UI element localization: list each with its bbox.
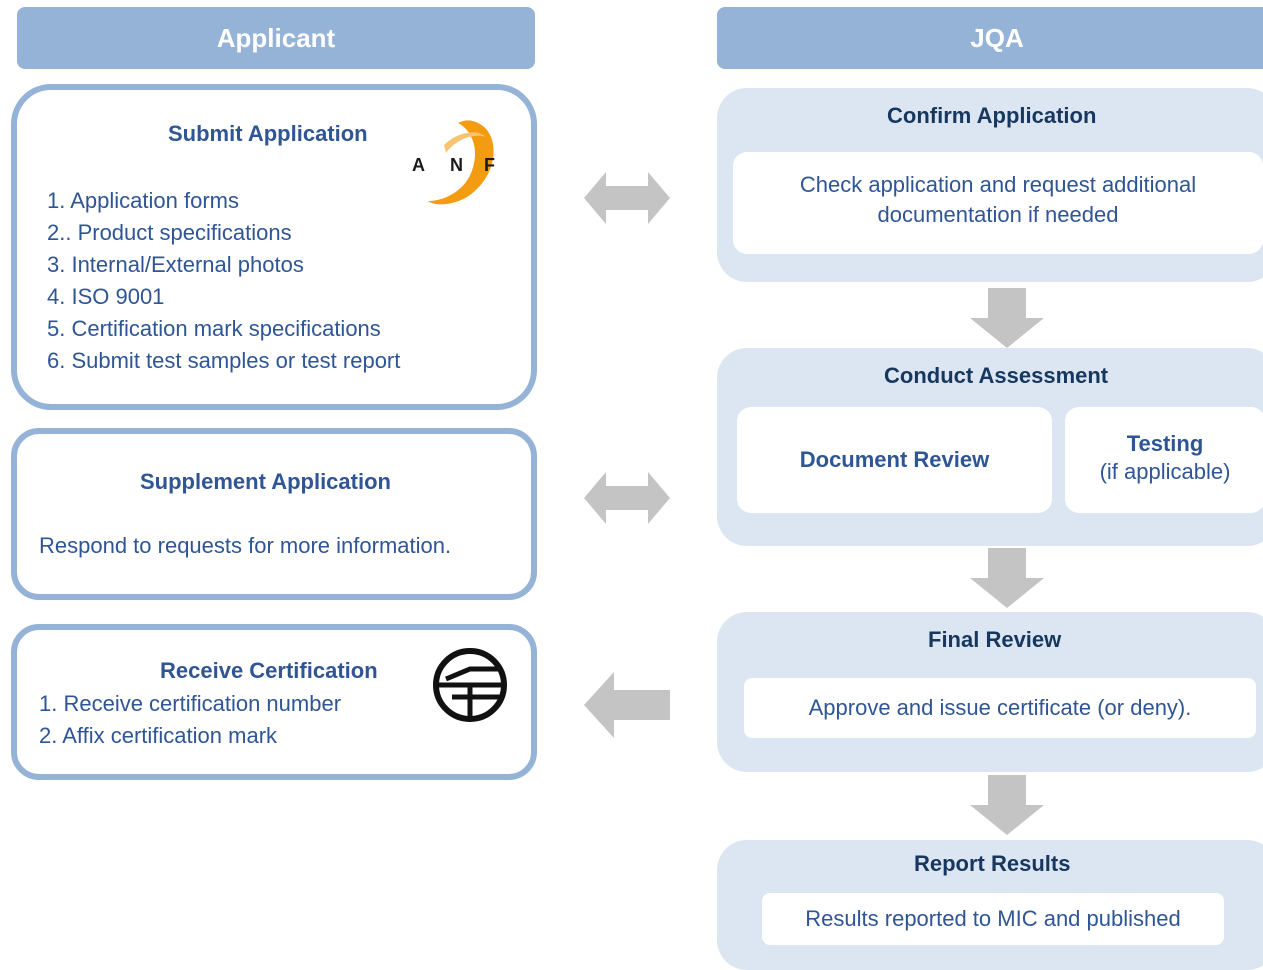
anf-logo-letter-f: F [484, 155, 495, 175]
double-arrow-icon [584, 472, 670, 524]
list-item: 2. Affix certification mark [39, 723, 278, 748]
testing-note: (if applicable) [1099, 459, 1231, 484]
list-item: 5. Certification mark specifications [47, 316, 381, 341]
anf-logo-icon: A N F [408, 115, 504, 207]
down-arrow-icon [970, 288, 1044, 348]
anf-logo-letter-a: A [412, 155, 425, 175]
anf-logo-letter-n: N [450, 155, 463, 175]
applicant-header-label: Applicant [216, 22, 336, 53]
supplement-application-text: Respond to requests for more information… [39, 533, 452, 558]
confirm-application-text-line2: documentation if needed [877, 202, 1119, 227]
left-arrow-icon [584, 672, 670, 738]
receive-certification-box [11, 624, 537, 780]
receive-certification-title: Receive Certification [160, 658, 378, 683]
submit-application-list: 1. Application forms 2.. Product specifi… [47, 185, 487, 377]
final-review-title: Final Review [928, 627, 1062, 652]
supplement-application-title: Supplement Application [140, 469, 391, 494]
confirm-application-detail: Check application and request additional… [733, 152, 1263, 254]
confirm-application-text-line1: Check application and request additional [799, 172, 1197, 197]
jqa-header-label: JQA [970, 22, 1024, 53]
down-arrow-icon [970, 548, 1044, 608]
receive-certification-list: 1. Receive certification number 2. Affix… [39, 688, 341, 752]
report-results-detail: Results reported to MIC and published [762, 893, 1224, 945]
double-arrow-icon [584, 172, 670, 224]
document-review-label: Document Review [799, 447, 990, 472]
conduct-assessment-title: Conduct Assessment [884, 363, 1109, 388]
report-results-text: Results reported to MIC and published [805, 906, 1181, 931]
document-review-box: Document Review [737, 407, 1052, 513]
list-item: 4. ISO 9001 [47, 284, 165, 309]
jqa-header: JQA [717, 7, 1263, 69]
confirm-application-title: Confirm Application [887, 103, 1097, 128]
submit-application-title: Submit Application [168, 121, 368, 146]
list-item: 6. Submit test samples or test report [47, 348, 401, 373]
testing-label: Testing [1126, 431, 1204, 456]
submit-application-box [11, 84, 537, 410]
applicant-header: Applicant [17, 7, 535, 69]
list-item: 1. Application forms [47, 188, 239, 213]
final-review-detail: Approve and issue certificate (or deny). [744, 678, 1256, 738]
report-results-title: Report Results [914, 851, 1071, 876]
list-item: 2.. Product specifications [47, 220, 292, 245]
technical-conformity-mark-icon [430, 645, 510, 725]
list-item: 3. Internal/External photos [47, 252, 304, 277]
testing-box: Testing (if applicable) [1065, 407, 1263, 513]
down-arrow-icon [970, 775, 1044, 835]
supplement-application-box [11, 428, 537, 600]
final-review-text: Approve and issue certificate (or deny). [808, 695, 1192, 720]
list-item: 1. Receive certification number [39, 691, 342, 716]
